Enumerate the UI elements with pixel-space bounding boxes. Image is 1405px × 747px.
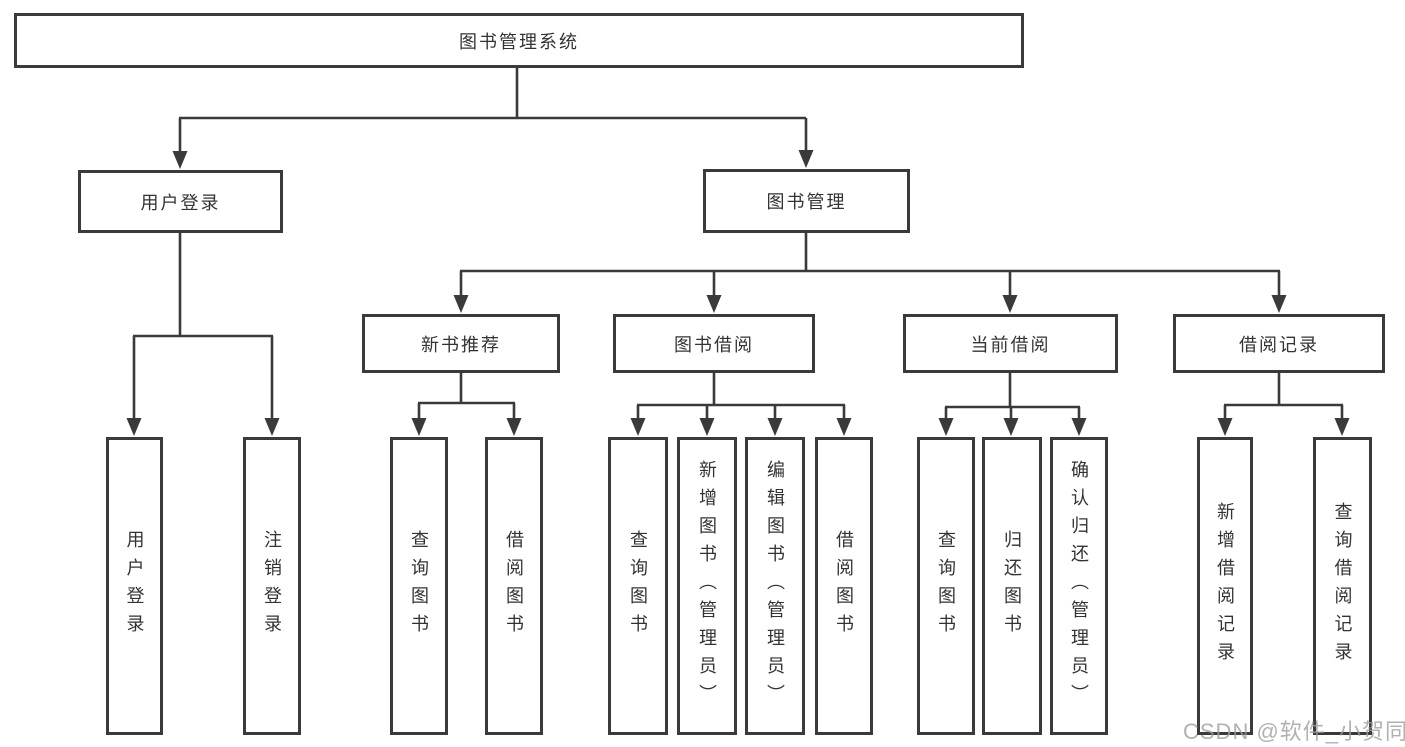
leaf-add-borrow-record: 新增借阅记录 [1197,437,1253,735]
arrowhead [1002,295,1018,313]
arrowhead [126,418,142,436]
node-book-management: 图书管理 [703,169,910,233]
leaf-confirm-return-admin: 确认归还（管理员） [1050,437,1108,735]
node-new-book-recommend: 新书推荐 [362,314,560,373]
leaf-return-books: 归还图书 [982,437,1042,735]
arrowhead [836,418,852,436]
leaf-borrow-books-borrowing: 借阅图书 [815,437,873,735]
node-current-borrowing: 当前借阅 [903,314,1118,373]
arrowhead [706,295,722,313]
arrowhead [264,418,280,436]
arrowhead [699,418,715,436]
leaf-edit-books-admin: 编辑图书（管理员） [745,437,805,735]
arrowhead [1271,295,1287,313]
edges-new-book-recommend-to-leaves [411,373,522,436]
arrowhead [1334,418,1350,436]
arrowhead [1003,418,1019,436]
arrowhead [767,418,783,436]
arrowhead [411,418,427,436]
node-borrowing-records: 借阅记录 [1173,314,1385,373]
arrowhead [630,418,646,436]
csdn-watermark: CSDN @软件_小贺同学 [1183,719,1405,744]
leaf-query-books-borrowing: 查询图书 [608,437,668,735]
edges-book-borrowing-to-leaves [630,373,852,436]
arrowhead [798,150,814,168]
node-book-borrowing: 图书借阅 [613,314,815,373]
node-root-system: 图书管理系统 [14,13,1024,68]
arrowhead [506,418,522,436]
edges-book-management-to-level3 [453,233,1287,313]
edges-root-to-level2 [172,68,814,169]
edges-borrowing-records-to-leaves [1217,373,1350,436]
edges-user-login-to-leaves [126,233,280,436]
leaf-query-books-current: 查询图书 [917,437,975,735]
arrowhead [938,418,954,436]
arrowhead [1217,418,1233,436]
leaf-add-books-admin: 新增图书（管理员） [677,437,737,735]
leaf-query-books-recommend: 查询图书 [390,437,448,735]
leaf-query-borrow-record: 查询借阅记录 [1313,437,1372,735]
leaf-borrow-books-recommend: 借阅图书 [485,437,543,735]
node-user-login: 用户登录 [78,170,283,233]
arrowhead [453,295,469,313]
arrowhead [172,151,188,169]
leaf-user-login: 用户登录 [106,437,163,735]
edges-current-borrowing-to-leaves [938,373,1087,436]
leaf-logout: 注销登录 [243,437,301,735]
arrowhead [1071,418,1087,436]
